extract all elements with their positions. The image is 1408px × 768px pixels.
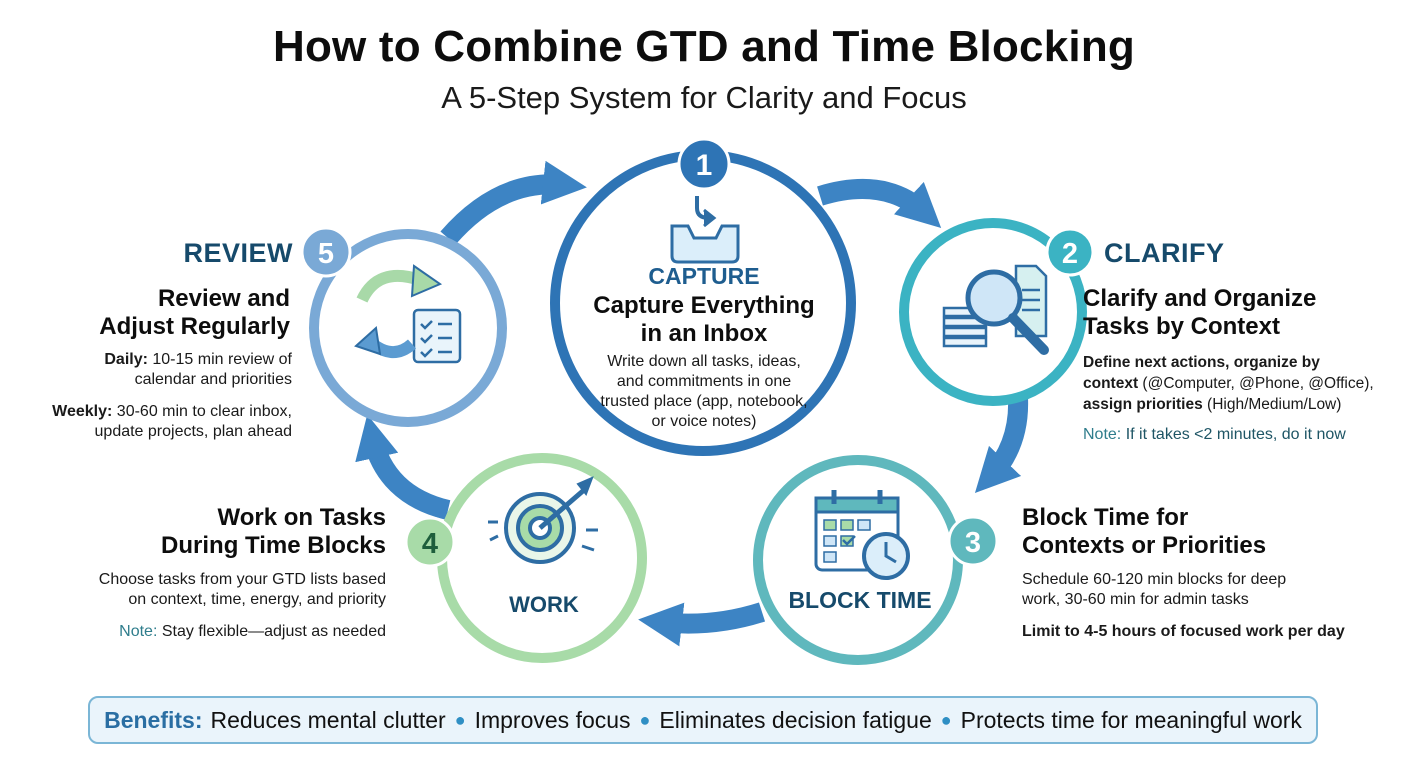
work-description: Choose tasks from your GTD lists based o… [98,571,386,608]
arrow-work-to-review [355,414,451,520]
benefit-item: Improves focus [474,706,631,733]
page-subtitle: A 5-Step System for Clarity and Focus [441,80,967,115]
arrow-block-to-work [638,602,766,647]
benefit-item: Reduces mental clutter [210,706,446,733]
bullet-dot-icon: ● [639,709,651,730]
capture-label: CAPTURE [648,263,759,289]
clarify-title: CLARIFY [1104,238,1225,268]
arrow-capture-to-clarify [817,178,942,228]
capture-description: Write down all tasks, ideas, and commitm… [600,353,808,430]
block-time-description: Schedule 60-120 min blocks for deep work… [1022,571,1287,608]
inbox-tray-icon [670,196,740,264]
step-1-badge: 1 [677,137,731,191]
review-ring [309,229,507,427]
magnifier-documents-icon [942,264,1049,355]
review-daily: Daily: 10-15 min review of calendar and … [104,351,292,388]
benefits-label: Benefits: [104,706,203,733]
benefit-item: Protects time for meaningful work [960,706,1302,733]
svg-text:1: 1 [696,149,713,182]
svg-text:2: 2 [1062,238,1078,270]
review-title: REVIEW [183,238,293,268]
svg-text:5: 5 [318,238,334,270]
page-title: How to Combine GTD and Time Blocking [273,22,1135,71]
svg-text:3: 3 [965,527,981,559]
block-time-label: BLOCK TIME [788,587,931,613]
block-time-limit: Limit to 4-5 hours of focused work per d… [1022,623,1345,640]
step-3-badge: 3 [947,515,999,567]
refresh-checklist-icon [354,264,462,364]
clarify-note: Note: If it takes <2 minutes, do it now [1083,426,1346,443]
block-time-heading: Block Time for Contexts or Priorities [1022,504,1267,559]
bullet-dot-icon: ● [940,709,952,730]
clarify-description: Define next actions, organize by context… [1083,354,1374,413]
step-4-badge: 4 [404,516,456,568]
svg-text:4: 4 [422,528,438,560]
target-arrow-icon [488,476,598,564]
step-5-badge: 5 [300,226,352,278]
work-label: WORK [509,592,579,617]
arrow-clarify-to-block [974,397,1029,494]
work-heading: Work on Tasks During Time Blocks [161,504,386,559]
cycle-diagram: 1 2 3 4 5 [300,137,1095,665]
review-weekly: Weekly: 30-60 min to clear inbox, update… [52,403,292,440]
capture-heading: Capture Everything in an Inbox [593,292,815,347]
review-heading: Review and Adjust Regularly [99,285,290,340]
step-2-badge: 2 [1045,227,1095,277]
benefits-bar: Benefits: Reduces mental clutter ● Impro… [88,696,1318,744]
benefit-item: Eliminates decision fatigue [659,706,932,733]
clarify-heading: Clarify and Organize Tasks by Context [1083,285,1317,340]
arrow-review-to-capture [440,160,587,245]
calendar-clock-icon [814,490,910,580]
bullet-dot-icon: ● [454,709,466,730]
work-note: Note: Stay flexible—adjust as needed [119,623,386,640]
